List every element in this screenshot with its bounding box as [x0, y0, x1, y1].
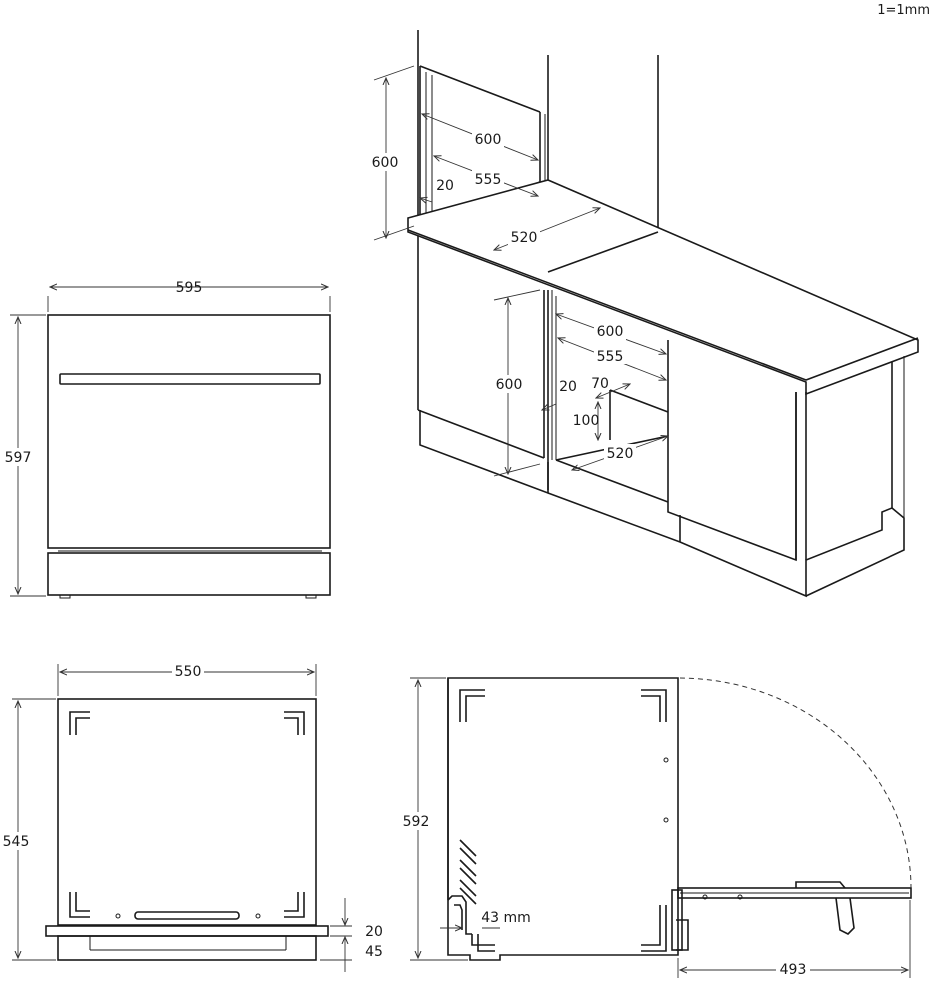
front-view: 595 597	[4, 280, 331, 599]
top-view: 550 545 20 45	[2, 662, 383, 972]
lower-height-label: 600	[496, 377, 523, 393]
lower-d520-label: 520	[607, 446, 634, 462]
front-width-label: 595	[176, 280, 203, 296]
lower-w600-label: 600	[597, 324, 624, 340]
upper-w600-label: 600	[475, 132, 502, 148]
lower-step-w-label: 70	[591, 376, 609, 392]
side-height-label: 592	[403, 814, 430, 830]
base-45-label: 45	[365, 944, 383, 960]
upper-gap-label: 20	[436, 178, 454, 194]
upper-w555-label: 555	[475, 172, 502, 188]
lower-w555-label: 555	[597, 349, 624, 365]
front-height-label: 597	[5, 450, 32, 466]
lower-gap-label: 20	[559, 379, 577, 395]
upper-d520-label: 520	[511, 230, 538, 246]
offset-43-label: 43 mm	[481, 910, 531, 926]
scale-note: 1=1mm	[877, 3, 930, 18]
top-width-label: 550	[175, 664, 202, 680]
side-view: 592 43 mm 493	[400, 677, 912, 978]
lower-step-h-label: 100	[573, 413, 600, 429]
door-open-label: 493	[780, 962, 807, 978]
base-20-label: 20	[365, 924, 383, 940]
top-depth-label: 545	[3, 834, 30, 850]
upper-height-label: 600	[372, 155, 399, 171]
installation-view: 600 600 555 20 520 600 600 555 20 70 100…	[370, 30, 919, 598]
